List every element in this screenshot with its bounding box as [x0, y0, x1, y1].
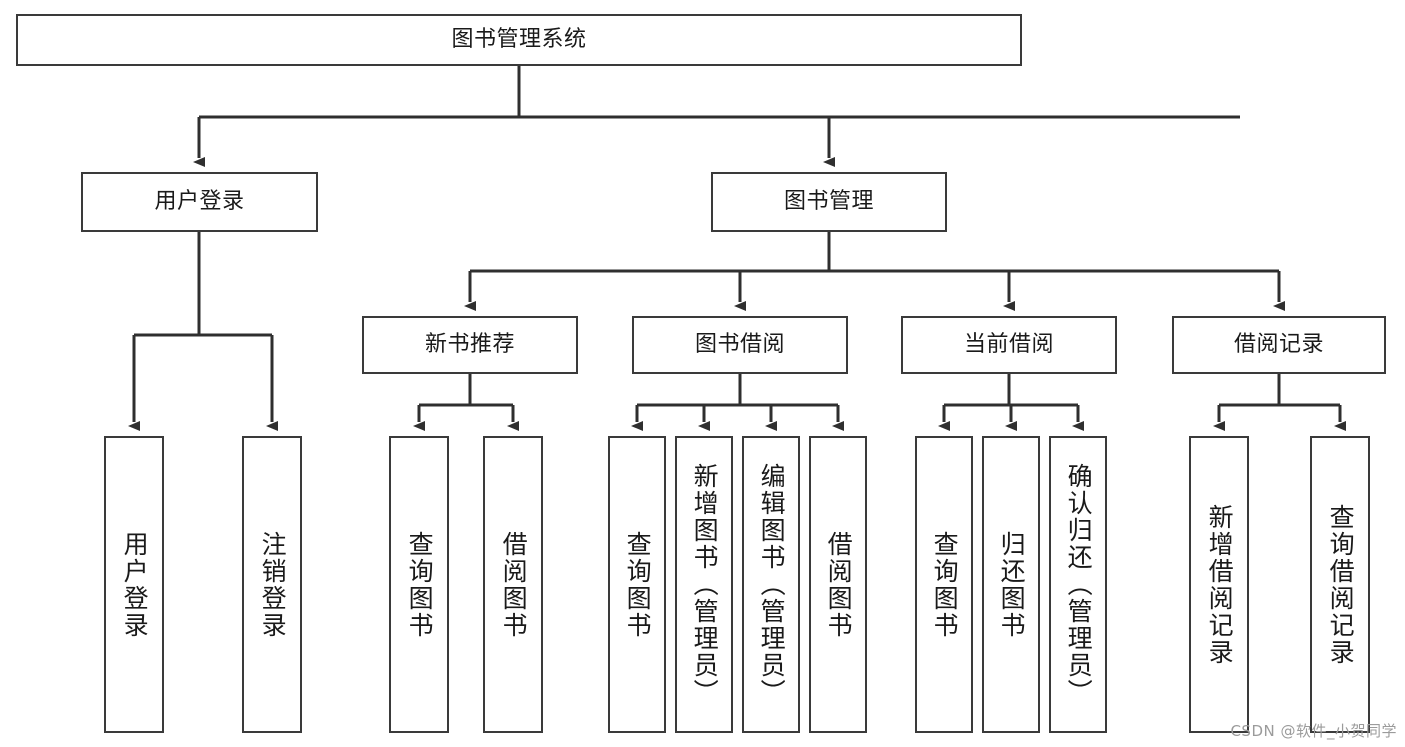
- node-borrow-record[interactable]: 借阅记录: [1172, 316, 1386, 374]
- node-leaf-rec-query-record-label: 查询借阅记录: [1326, 503, 1356, 666]
- node-leaf-borrow-add-book[interactable]: 新增图书（管理员）: [675, 436, 733, 733]
- node-leaf-rec-add-record-label: 新增借阅记录: [1205, 503, 1235, 666]
- node-leaf-borrow-add-book-label: 新增图书（管理员）: [690, 463, 720, 706]
- node-book-manage[interactable]: 图书管理: [711, 172, 947, 232]
- node-leaf-borrow-query-book[interactable]: 查询图书: [608, 436, 666, 733]
- node-leaf-rec-borrow-book-label: 借阅图书: [499, 530, 529, 639]
- node-book-borrow[interactable]: 图书借阅: [632, 316, 848, 374]
- node-leaf-rec-query-record[interactable]: 查询借阅记录: [1310, 436, 1370, 733]
- node-leaf-user-logout-label: 注销登录: [258, 530, 288, 639]
- node-user-login-label: 用户登录: [154, 189, 245, 215]
- node-book-borrow-label: 图书借阅: [694, 332, 785, 358]
- node-leaf-rec-query-book-label: 查询图书: [405, 530, 435, 639]
- node-leaf-cur-query-book-label: 查询图书: [930, 530, 960, 639]
- node-leaf-cur-return-book-label: 归还图书: [997, 530, 1027, 639]
- node-leaf-borrow-edit-book-label: 编辑图书（管理员）: [757, 463, 787, 706]
- node-root[interactable]: 图书管理系统: [16, 14, 1022, 66]
- node-current-borrow[interactable]: 当前借阅: [901, 316, 1117, 374]
- node-borrow-record-label: 借阅记录: [1233, 332, 1324, 358]
- node-leaf-user-login-label: 用户登录: [120, 530, 150, 639]
- node-root-label: 图书管理系统: [451, 27, 587, 53]
- node-leaf-cur-query-book[interactable]: 查询图书: [915, 436, 973, 733]
- node-book-manage-label: 图书管理: [783, 189, 874, 215]
- node-leaf-borrow-borrow-book[interactable]: 借阅图书: [809, 436, 867, 733]
- node-leaf-rec-query-book[interactable]: 查询图书: [389, 436, 449, 733]
- node-leaf-cur-confirm-return-label: 确认归还（管理员）: [1064, 463, 1094, 706]
- node-leaf-cur-return-book[interactable]: 归还图书: [982, 436, 1040, 733]
- node-leaf-borrow-edit-book[interactable]: 编辑图书（管理员）: [742, 436, 800, 733]
- csdn-watermark: CSDN @软件_小贺同学: [1230, 722, 1397, 740]
- node-leaf-rec-add-record[interactable]: 新增借阅记录: [1189, 436, 1249, 733]
- node-leaf-cur-confirm-return[interactable]: 确认归还（管理员）: [1049, 436, 1107, 733]
- node-leaf-rec-borrow-book[interactable]: 借阅图书: [483, 436, 543, 733]
- node-leaf-borrow-borrow-book-label: 借阅图书: [824, 530, 854, 639]
- node-leaf-user-login[interactable]: 用户登录: [104, 436, 164, 733]
- node-user-login[interactable]: 用户登录: [81, 172, 318, 232]
- node-new-book-rec[interactable]: 新书推荐: [362, 316, 578, 374]
- node-leaf-borrow-query-book-label: 查询图书: [623, 530, 653, 639]
- node-leaf-user-logout[interactable]: 注销登录: [242, 436, 302, 733]
- node-new-book-rec-label: 新书推荐: [424, 332, 515, 358]
- node-current-borrow-label: 当前借阅: [963, 332, 1054, 358]
